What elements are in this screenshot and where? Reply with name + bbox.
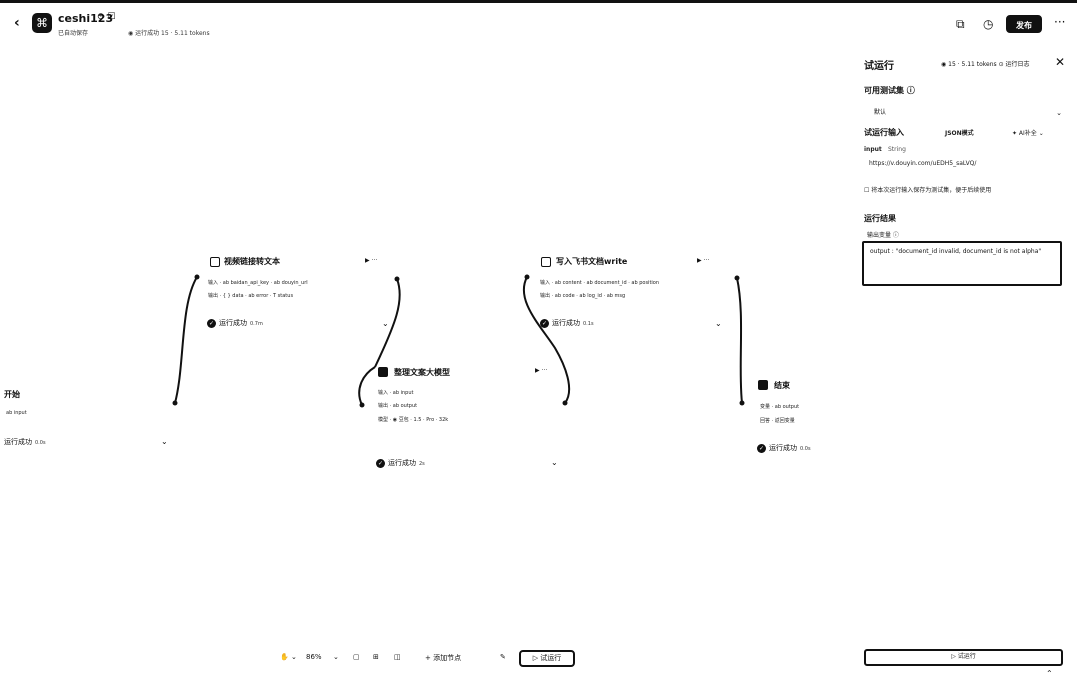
check-icon: ✓ — [207, 318, 216, 328]
check-icon: ✓ — [376, 458, 385, 468]
node-outputs: 输出 · ab code · ab log_id · ab msg — [540, 293, 626, 299]
window-top-bar — [0, 0, 1077, 3]
result-output: output : "document_id invalid, document_… — [862, 241, 1062, 286]
llm-icon — [378, 367, 388, 377]
input-field[interactable]: https://v.douyin.com/uEDH5_saLVQ/ — [869, 160, 977, 167]
node-inputs: 输入 · ab input — [378, 390, 414, 396]
edit-info-icon[interactable]: ⊙ ☑ — [97, 12, 116, 22]
node-title: 视频链接转文本 — [224, 257, 280, 266]
node-inputs: 输入 · ab baidan_api_key · ab douyin_url — [208, 280, 308, 286]
node-outputs: ab input — [6, 410, 27, 416]
end-icon — [758, 380, 768, 390]
node-title: 结束 — [774, 381, 790, 390]
workflow-canvas[interactable]: 视频链接转文本 ▶ ··· 输入 · ab baidan_api_key · a… — [0, 45, 855, 677]
image-icon[interactable]: ⊞ — [373, 653, 379, 661]
json-mode-toggle[interactable]: JSON模式 — [945, 130, 974, 137]
wire-llm-left — [358, 366, 376, 406]
node-outputs: 输出 · ab output — [378, 403, 418, 409]
test-run-panel: 试运行 ◉ 15 · 5.11 tokens ⊙ 运行日志 ✕ 可用测试集 ⓘ … — [855, 45, 1077, 678]
plugin-icon — [210, 257, 220, 267]
input-type: String — [888, 146, 906, 153]
canvas-toolbar: ✋ ⌄ 86% ⌄ ▢ ⊞ ◫ + 添加节点 ✎ ▷ 试运行 — [276, 650, 586, 668]
pen-icon[interactable]: ✎ — [500, 653, 506, 661]
wire-llm-feishu — [522, 276, 571, 404]
chevron-down-icon[interactable]: ⌄ — [715, 319, 722, 328]
app-logo-icon: ⌘ — [32, 13, 52, 33]
history-icon[interactable]: ◷ — [983, 17, 994, 31]
input-name: input — [864, 146, 882, 153]
wire-video-llm — [374, 278, 401, 368]
connection-lines — [172, 274, 745, 408]
test-run-button[interactable]: ▷ 试运行 — [519, 650, 575, 667]
wire-feishu-end — [736, 277, 743, 404]
scroll-up-icon[interactable]: ⌃ — [1046, 669, 1053, 678]
close-icon[interactable]: ✕ — [1055, 55, 1066, 69]
result-sub-label: 输出变量 ⓘ — [867, 232, 899, 239]
node-inputs: 输入 · ab content · ab document_id · ab po… — [540, 280, 660, 286]
chevron-down-icon[interactable]: ⌄ — [161, 437, 168, 446]
hand-tool-icon[interactable]: ✋ ⌄ — [280, 653, 297, 661]
run-status: ◉ 运行成功 15 · 5.11 tokens — [128, 30, 210, 37]
node-outputs: 变量 · ab output — [760, 404, 800, 410]
copy-icon[interactable]: ⧉ — [956, 17, 965, 31]
plugin-icon — [541, 257, 551, 267]
result-label: 运行结果 — [864, 214, 896, 223]
autosave-status: 已自动保存 — [58, 30, 89, 37]
publish-button[interactable]: 发布 — [1006, 15, 1042, 33]
input-section-label: 试运行输入 — [864, 128, 904, 137]
zoom-level[interactable]: 86% — [306, 653, 322, 661]
node-model: 模型 · ◉ 豆包 · 1.5 · Pro · 32k — [378, 417, 449, 423]
back-button[interactable]: ‹ — [14, 15, 20, 31]
testset-select[interactable]: 默认 ⌄ — [864, 105, 1064, 121]
chevron-down-icon: ⌄ — [1056, 109, 1062, 117]
chevron-down-icon[interactable]: ⌄ — [551, 458, 558, 467]
save-testset-checkbox[interactable]: ☐ 将本次运行输入保存为测试集，便于后续使用 — [864, 187, 992, 194]
add-node-button[interactable]: + 添加节点 — [425, 654, 462, 662]
node-title: 整理文案大模型 — [394, 368, 450, 377]
node-outputs: 输出 · { } data · ab error · T status — [208, 293, 294, 299]
panel-test-run-button[interactable]: ▷ 试运行 — [864, 649, 1063, 666]
testset-label: 可用测试集 ⓘ — [864, 86, 915, 95]
layout-icon[interactable]: ◫ — [394, 653, 401, 661]
panel-title: 试运行 — [864, 61, 894, 72]
node-actions[interactable]: ▶ ··· — [697, 257, 710, 264]
node-title: 开始 — [4, 390, 20, 399]
more-options-icon[interactable]: ··· — [1054, 15, 1066, 29]
ai-fill-button[interactable]: ✦ AI补全 ⌄ — [1012, 130, 1044, 137]
zoom-caret-icon[interactable]: ⌄ — [333, 653, 339, 661]
node-title: 写入飞书文档write — [556, 257, 628, 266]
node-actions[interactable]: ▶ ··· — [365, 257, 378, 264]
check-icon: ✓ — [540, 318, 549, 328]
comment-icon[interactable]: ▢ — [353, 653, 360, 661]
workflow-title[interactable]: ceshi123 — [58, 12, 114, 25]
chevron-down-icon[interactable]: ⌄ — [382, 319, 389, 328]
node-actions[interactable]: ▶ ··· — [535, 367, 548, 374]
wire-start-video — [174, 276, 198, 404]
node-answer: 回答 · 返回变量 — [760, 418, 795, 424]
panel-status[interactable]: ◉ 15 · 5.11 tokens ⊙ 运行日志 — [941, 61, 1030, 68]
header: ‹ ⌘ ceshi123 ⊙ ☑ 已自动保存 ◉ 运行成功 15 · 5.11 … — [0, 3, 1077, 43]
check-icon: ✓ — [757, 443, 766, 453]
